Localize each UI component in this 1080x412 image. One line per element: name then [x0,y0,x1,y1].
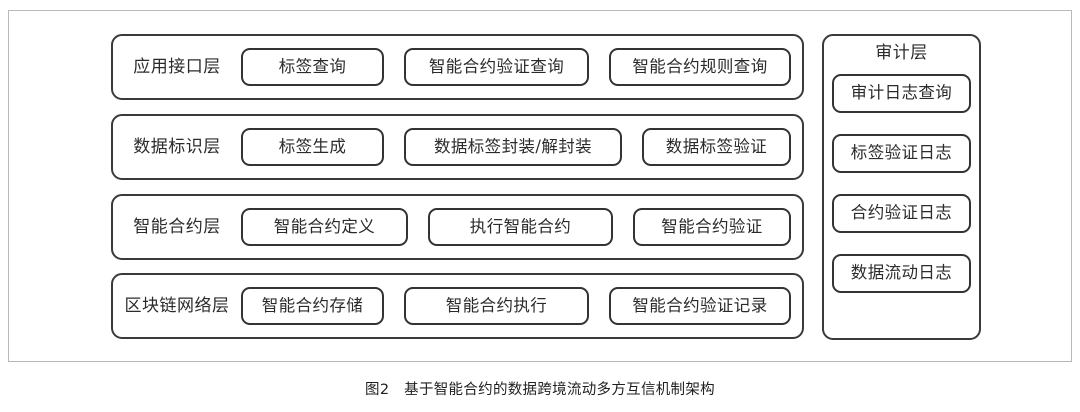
layer-label: 应用接口层 [133,56,221,77]
module-group: 标签查询 智能合约验证查询 智能合约规则查询 [241,48,802,86]
module-box[interactable]: 数据标签封装/解封装 [404,128,622,166]
module-box[interactable]: 执行智能合约 [428,208,613,246]
module-box[interactable]: 智能合约验证 [633,208,791,246]
layer-row-data-identification: 数据标识层 标签生成 数据标签封装/解封装 数据标签验证 [111,114,804,180]
layer-stack: 应用接口层 标签查询 智能合约验证查询 智能合约规则查询 数据标识层 标签生成 … [111,34,804,340]
layer-row-application-interface: 应用接口层 标签查询 智能合约验证查询 智能合约规则查询 [111,34,804,100]
module-box[interactable]: 标签查询 [241,48,384,86]
module-box[interactable]: 标签生成 [241,128,384,166]
module-group: 标签生成 数据标签封装/解封装 数据标签验证 [241,128,802,166]
layer-label: 数据标识层 [133,136,221,157]
audit-item-box[interactable]: 审计日志查询 [832,74,971,113]
audit-layer-title: 审计层 [875,43,928,63]
module-group: 智能合约存储 智能合约执行 智能合约验证记录 [241,287,802,325]
module-box[interactable]: 智能合约定义 [241,208,408,246]
module-box[interactable]: 智能合约验证查询 [404,48,589,86]
module-box[interactable]: 智能合约执行 [404,287,589,325]
module-box[interactable]: 智能合约存储 [241,287,384,325]
layer-label: 区块链网络层 [124,295,230,316]
module-group: 智能合约定义 执行智能合约 智能合约验证 [241,208,802,246]
audit-layer-column: 审计层 审计日志查询 标签验证日志 合约验证日志 数据流动日志 [822,34,981,340]
figure-caption: 图2 基于智能合约的数据跨境流动多方互信机制架构 [365,382,715,398]
figure-frame: 应用接口层 标签查询 智能合约验证查询 智能合约规则查询 数据标识层 标签生成 … [8,10,1072,362]
module-box[interactable]: 数据标签验证 [642,128,791,166]
module-box[interactable]: 智能合约规则查询 [609,48,791,86]
layer-row-blockchain-network: 区块链网络层 智能合约存储 智能合约执行 智能合约验证记录 [111,273,804,339]
layer-row-smart-contract: 智能合约层 智能合约定义 执行智能合约 智能合约验证 [111,194,804,260]
module-box[interactable]: 智能合约验证记录 [609,287,791,325]
audit-item-box[interactable]: 标签验证日志 [832,134,971,173]
layer-label: 智能合约层 [133,216,221,237]
audit-item-box[interactable]: 合约验证日志 [832,194,971,233]
audit-item-box[interactable]: 数据流动日志 [832,254,971,293]
